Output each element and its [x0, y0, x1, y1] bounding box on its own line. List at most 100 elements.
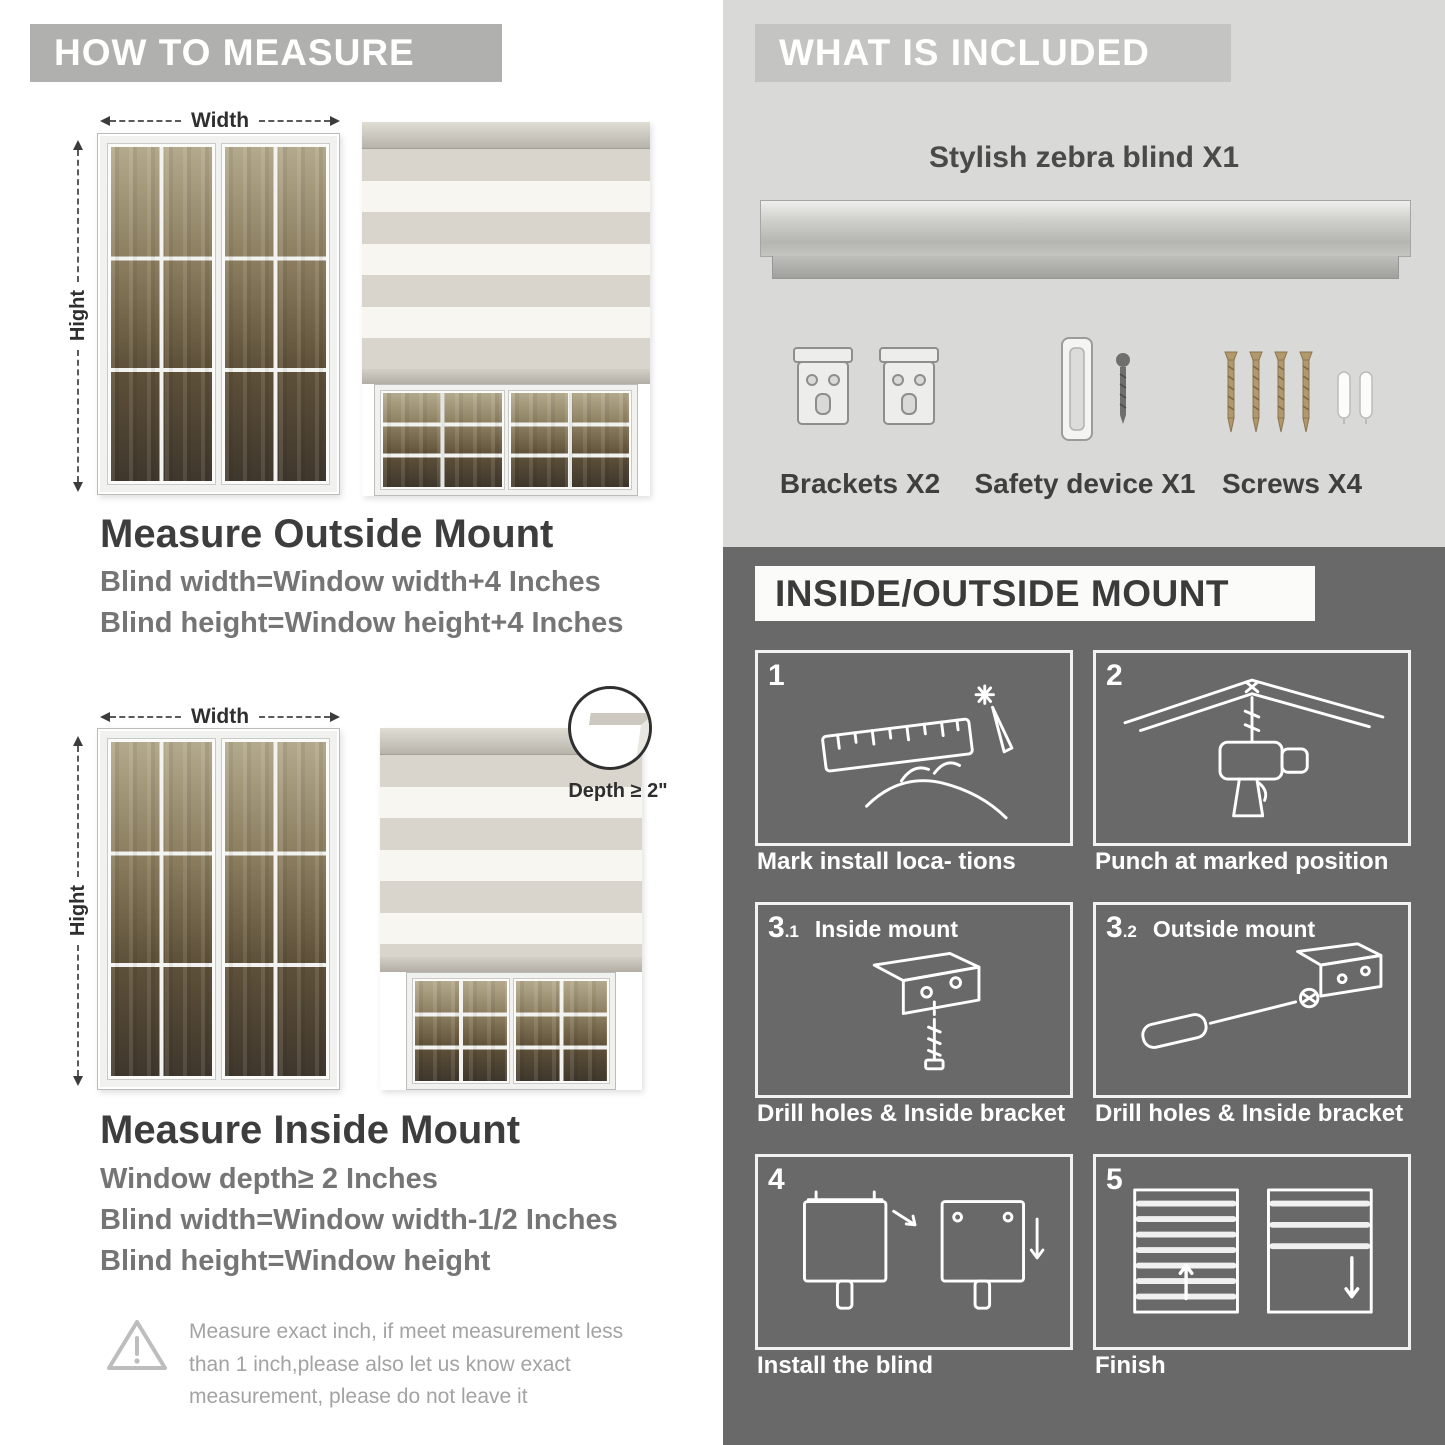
zebra-blind-label: Stylish zebra blind X1 [928, 141, 1240, 174]
step-3-2-caption: Drill holes & Inside bracket [1095, 1100, 1404, 1127]
outside-mount-title: Measure Outside Mount [100, 512, 554, 556]
arrow-right-icon [330, 712, 340, 722]
step-number: 4 [768, 1163, 785, 1196]
step-panel-2: 2 [1093, 650, 1411, 846]
step-5-caption: Finish [1095, 1352, 1166, 1379]
arrow-left-icon [100, 712, 110, 722]
step-2-caption: Punch at marked position [1095, 848, 1389, 875]
arrow-down-icon [73, 482, 83, 492]
measure-note-text: Measure exact inch, if meet measurement … [189, 1320, 624, 1409]
step-number: 5 [1106, 1163, 1123, 1196]
step-number: 3 [768, 911, 785, 944]
step-2-illustration [1123, 678, 1385, 818]
safety-device-label: Safety device X1 [974, 468, 1196, 499]
step-inner-label: Inside mount [814, 916, 958, 942]
screw-icon [1299, 351, 1313, 433]
arrow-left-icon [100, 116, 110, 126]
blind-stripes [362, 149, 650, 369]
window-illustration-outside [97, 133, 340, 495]
step-panel-3-2: 3.2 Outside mount [1093, 902, 1411, 1098]
window-sash [512, 978, 610, 1084]
step-1-illustration [821, 684, 1014, 820]
arrow-down-icon [73, 1076, 83, 1086]
mount-header-title: INSIDE/OUTSIDE MOUNT [775, 572, 1230, 614]
anchor-icon [1359, 371, 1373, 424]
anchor-icon [1337, 371, 1351, 424]
outside-mount-line2: Blind height=Window height+4 Inches [100, 607, 624, 639]
anchors-group [1336, 370, 1374, 426]
inside-mount-line1: Window depth≥ 2 Inches [100, 1163, 438, 1195]
width-arrow: Width [100, 705, 340, 728]
warning-icon [107, 1320, 167, 1370]
screws-label: Screws X4 [1221, 468, 1363, 499]
width-label: Width [190, 109, 250, 132]
headrail-bottom-image [772, 256, 1399, 279]
blind-stripes [380, 755, 642, 957]
step-number: 1 [768, 659, 785, 692]
arrow-right-icon [330, 116, 340, 126]
blind-illustration-inside [380, 728, 642, 1090]
what-is-included-title: WHAT IS INCLUDED [779, 32, 1150, 73]
screw-icon [1224, 351, 1238, 433]
blind-corner-zoom [583, 713, 649, 765]
what-is-included-header: WHAT IS INCLUDED [755, 24, 1231, 82]
headrail-image [760, 200, 1411, 257]
arrow-up-icon [73, 736, 83, 746]
blind-illustration-outside [362, 122, 650, 496]
depth-callout-label: Depth ≥ 2" [568, 780, 668, 802]
outside-mount-line1: Blind width=Window width+4 Inches [100, 566, 601, 598]
window-illustration-inside [97, 728, 340, 1090]
step-inner-label: Outside mount [1152, 916, 1316, 942]
step-panel-1: 1 [755, 650, 1073, 846]
window-sash [507, 390, 633, 490]
step-number-sub: .2 [1122, 922, 1137, 941]
safety-device-item [1056, 334, 1134, 446]
height-label: Hight [66, 290, 89, 342]
blind-bottom-rail [380, 957, 642, 972]
screw-icon [1116, 353, 1130, 424]
width-arrow: Width [100, 109, 340, 132]
arrow-up-icon [73, 140, 83, 150]
window-sash [107, 738, 216, 1080]
step-number: 3 [1106, 911, 1123, 944]
step-5-illustration [1133, 1188, 1373, 1314]
step-3-1-illustration [872, 952, 981, 1071]
mount-header: INSIDE/OUTSIDE MOUNT [755, 566, 1315, 621]
measure-note: Measure exact inch, if meet measurement … [105, 1316, 650, 1414]
step-4-caption: Install the blind [757, 1352, 934, 1379]
inside-mount-line3: Blind height=Window height [100, 1245, 491, 1277]
inside-mount-title: Measure Inside Mount [100, 1108, 521, 1152]
screw-icon [1274, 351, 1288, 433]
bracket-icon [879, 347, 939, 425]
bracket-icon [793, 347, 853, 425]
screw-icon [1249, 351, 1263, 433]
height-label: Hight [66, 885, 89, 937]
height-arrow: Hight [66, 736, 90, 1086]
width-label: Width [190, 705, 250, 728]
blind-bottom-rail [362, 369, 650, 384]
step-4-illustration [803, 1190, 1045, 1310]
brackets-item [788, 336, 944, 448]
window-sash [412, 978, 510, 1084]
window-sash [107, 143, 216, 485]
brackets-label: Brackets X2 [779, 468, 941, 499]
height-arrow: Hight [66, 140, 90, 492]
inside-mount-line2: Blind width=Window width-1/2 Inches [100, 1204, 618, 1236]
screws-item [1222, 348, 1374, 438]
safety-device-icon [1061, 337, 1093, 441]
step-number-sub: .1 [784, 922, 799, 941]
window-sash [379, 390, 505, 490]
step-3-1-caption: Drill holes & Inside bracket [757, 1100, 1066, 1127]
window-sash [221, 143, 330, 485]
window-behind-blind [406, 972, 616, 1090]
window-sash [221, 738, 330, 1080]
step-panel-3-1: 3.1 Inside mount [755, 902, 1073, 1098]
window-behind-blind [373, 384, 639, 496]
step-panel-5: 5 [1093, 1154, 1411, 1350]
blind-headrail [362, 122, 650, 149]
depth-callout [568, 686, 652, 770]
how-to-measure-header: HOW TO MEASURE [30, 24, 502, 82]
step-3-2-illustration [1141, 942, 1383, 1049]
step-number: 2 [1106, 659, 1123, 692]
